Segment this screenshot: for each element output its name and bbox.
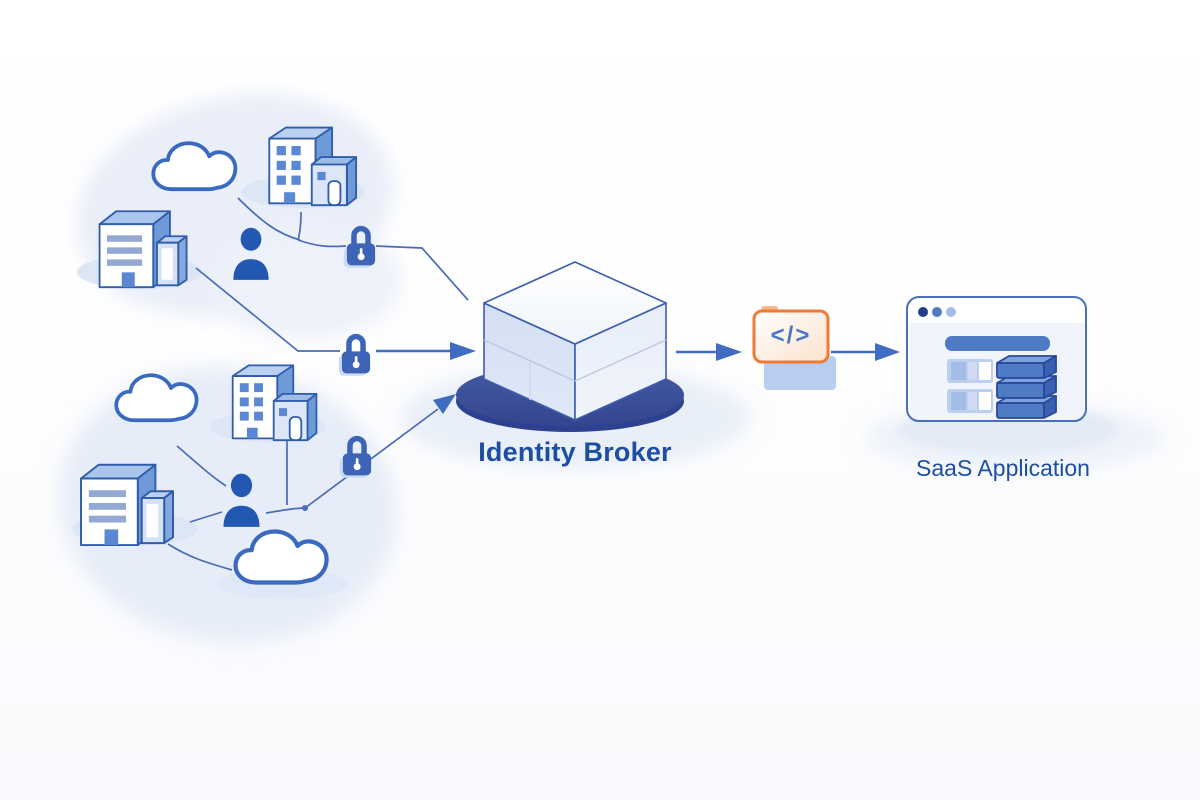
line-cloud-to-person-top bbox=[237, 197, 301, 241]
arrowhead-into-broker-bottom bbox=[433, 394, 456, 414]
cube-top-face bbox=[483, 261, 667, 345]
arrowhead-broker-to-code bbox=[716, 343, 742, 361]
line-building-to-person-top bbox=[297, 211, 302, 241]
code-icon-card bbox=[752, 309, 830, 364]
line-lock-to-broker-top bbox=[375, 245, 469, 301]
identity-broker-label: Identity Broker bbox=[478, 437, 672, 467]
browser-dot bbox=[918, 307, 928, 317]
browser-navbar bbox=[945, 336, 1050, 351]
browser-form-row bbox=[947, 359, 993, 383]
line-person-to-lock-top bbox=[297, 239, 347, 248]
lock-icon bbox=[339, 337, 370, 376]
line-building-to-lock-mid bbox=[195, 267, 340, 352]
saas-browser-window bbox=[906, 296, 1087, 422]
line-junction-dot bbox=[302, 505, 308, 511]
saas-application-label: SaaS Application bbox=[916, 455, 1090, 481]
code-icon bbox=[752, 306, 836, 390]
database-stack-icon bbox=[996, 355, 1057, 419]
arrowhead-code-to-saas bbox=[875, 343, 900, 361]
line-building-to-person-bottom bbox=[189, 511, 223, 523]
browser-dot bbox=[932, 307, 942, 317]
browser-form-row bbox=[947, 389, 993, 413]
office-building-icon bbox=[231, 364, 318, 442]
code-glyph-text: </> bbox=[770, 322, 812, 349]
line-building-to-cloud-bottom bbox=[167, 543, 233, 571]
flow-arrows bbox=[376, 342, 900, 414]
identity-broker-node bbox=[456, 261, 684, 432]
browser-dot bbox=[946, 307, 956, 317]
line-cloud-to-person-bottom bbox=[176, 445, 227, 487]
broker-cube-icon bbox=[483, 261, 667, 421]
code-icon-shadow bbox=[764, 356, 836, 390]
arrowhead-into-broker-mid bbox=[450, 342, 476, 360]
